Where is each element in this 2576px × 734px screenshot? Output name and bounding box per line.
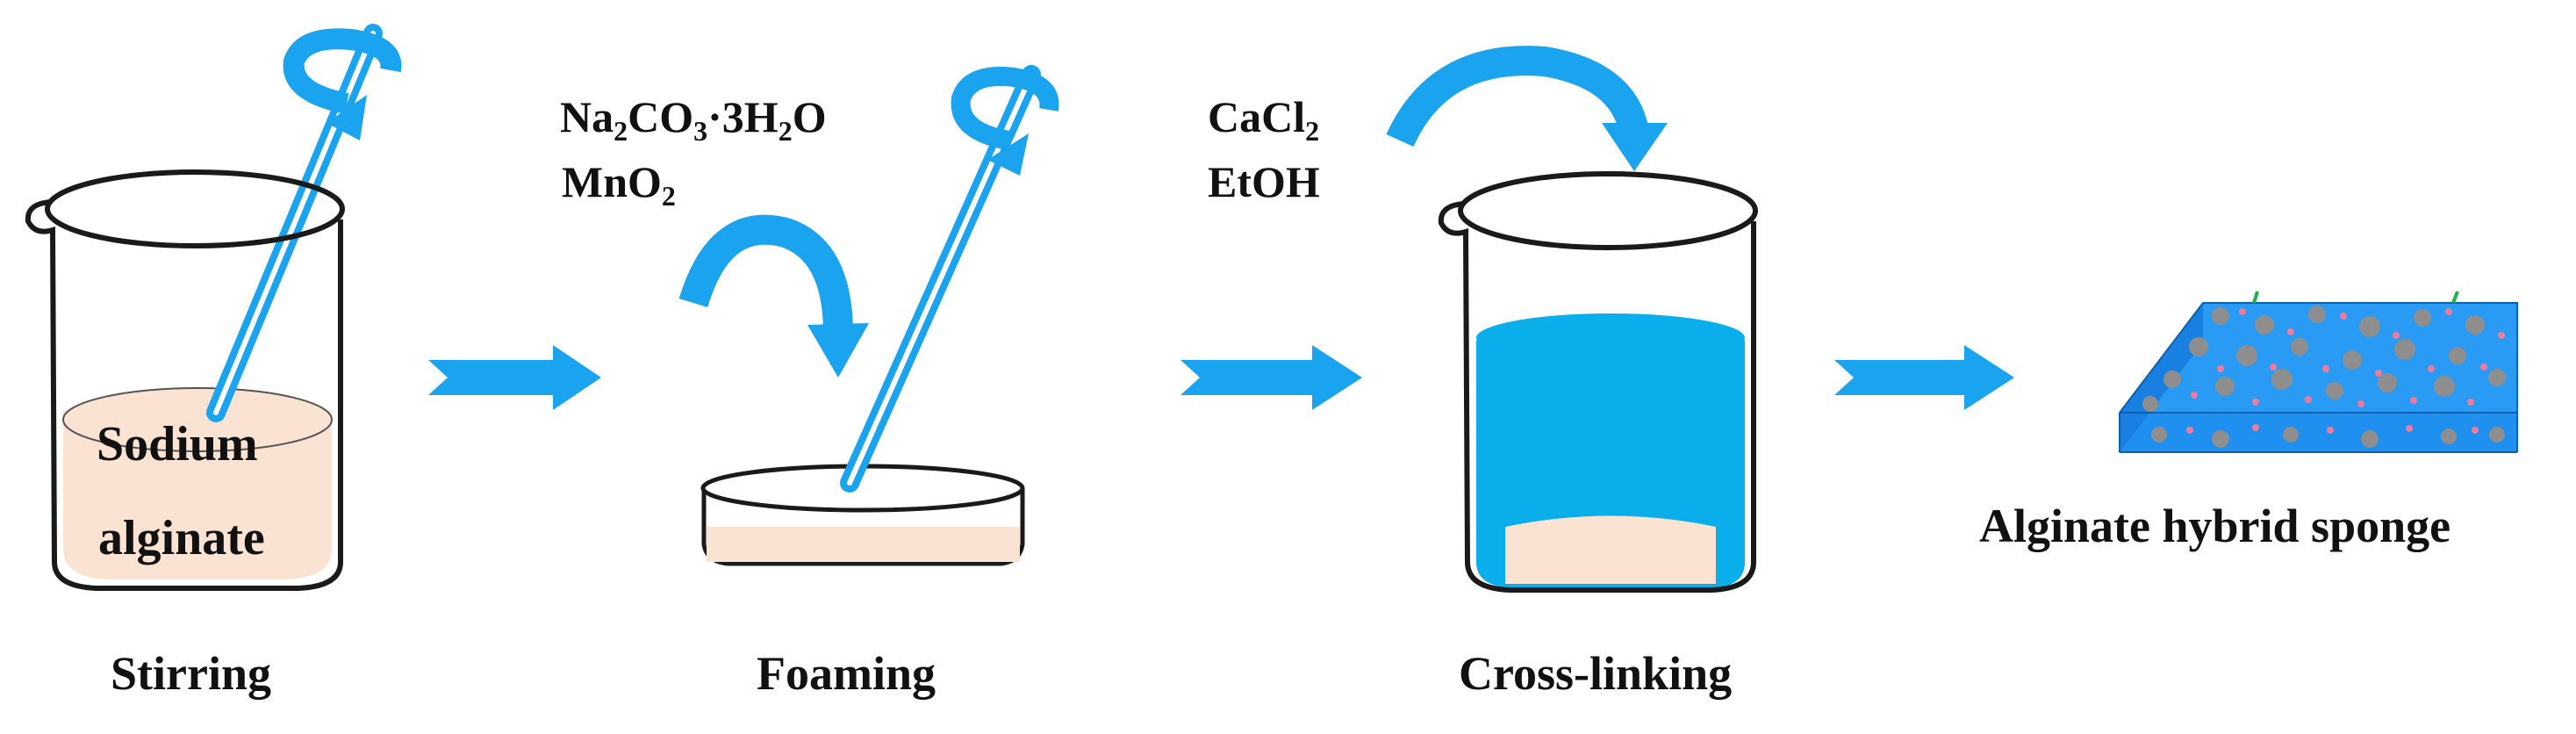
rotation-arrow-icon [951, 67, 1059, 176]
petri-dish-foaming [678, 65, 1059, 566]
step-label-crosslinking: Cross-linking [1459, 647, 1733, 700]
beaker-label-line1: Sodium [97, 417, 258, 471]
beaker-stirring [25, 24, 402, 591]
step-label-foaming: Foaming [757, 647, 936, 700]
curved-addition-arrow-icon [1386, 46, 1668, 171]
step-label-product: Alginate hybrid sponge [1979, 500, 2451, 552]
curved-addition-arrow-icon [678, 214, 869, 378]
beaker-label-line2: alginate [98, 511, 265, 565]
process-arrow-icon [1834, 345, 2014, 410]
reagent-na2co3: Na2CO3·3H2O [560, 92, 827, 147]
process-arrow-icon [1180, 345, 1362, 410]
sponge-fibers [2252, 291, 2459, 304]
beaker-crosslinking [1386, 46, 1758, 593]
alginate-foam-block [1505, 515, 1716, 584]
reagent-mno2: MnO2 [562, 157, 676, 212]
reagent-etoh: EtOH [1208, 157, 1320, 206]
process-arrow-icon [428, 345, 601, 410]
sponge-icon [2119, 291, 2518, 453]
reagent-cacl2: CaCl2 [1208, 92, 1320, 147]
step-label-stirring: Stirring [111, 647, 271, 700]
rotation-arrow-icon [283, 28, 402, 140]
sponge-particles [2142, 306, 2506, 448]
sponge-dots [2186, 308, 2505, 434]
